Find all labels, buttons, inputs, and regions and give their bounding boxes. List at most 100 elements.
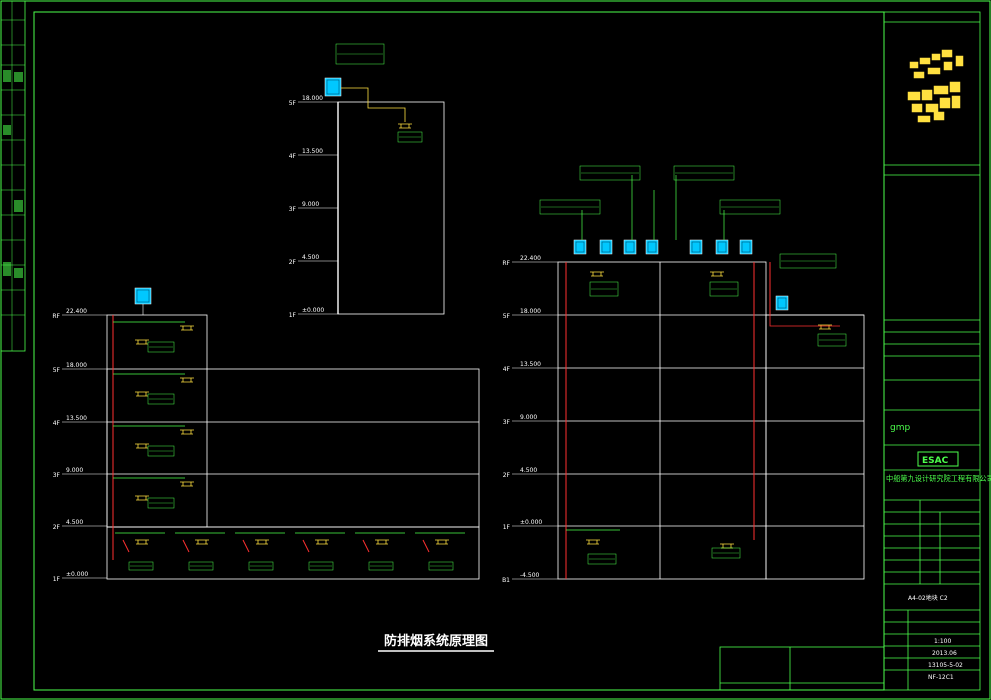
left-floor-elevation: 22.400 [66, 308, 87, 315]
right-annotation [589, 281, 619, 297]
left-ground-annotation [188, 561, 214, 571]
site-plan-sketch [907, 49, 964, 123]
mid-floor-elevation: 18.000 [302, 95, 323, 102]
right-roof-fan-detail [625, 241, 635, 253]
gmp-logo-text: gmp [890, 423, 910, 433]
right-fan-annotation [539, 199, 601, 215]
mid-floor-label: 3F [289, 206, 297, 213]
right-roof-fan-detail [647, 241, 657, 253]
left-exhaust-grille [180, 377, 194, 383]
mid-floor-label: 1F [289, 312, 297, 319]
right-exhaust-grille [710, 271, 724, 277]
left-annotation [147, 497, 175, 509]
right-exhaust-grille [720, 543, 734, 549]
mid-floor-label: 4F [289, 153, 297, 160]
drawing-frame [33, 11, 885, 691]
left-floor-elevation: 18.000 [66, 362, 87, 369]
right-floor-label: 2F [503, 472, 511, 479]
left-wing-outline [106, 368, 480, 528]
mid-exhaust-grille [398, 123, 412, 129]
right-roof-fan [645, 239, 659, 255]
right-roof-fan-detail [717, 241, 727, 253]
left-annotation [147, 393, 175, 405]
left-margin-strip [0, 0, 26, 352]
diagram-title: 防排烟系统原理图 [384, 633, 488, 649]
right-annex-fan-detail [777, 297, 787, 309]
right-roof-fan [599, 239, 613, 255]
left-ground-annotation [428, 561, 454, 571]
drawing-title: A4-02地块 C2 [908, 594, 948, 602]
left-exhaust-grille [135, 443, 149, 449]
left-exhaust-grille [135, 495, 149, 501]
left-exhaust-grille [135, 339, 149, 345]
left-ground-annotation [248, 561, 274, 571]
left-margin-blocks [3, 70, 23, 278]
right-floor-elevation: 18.000 [520, 308, 541, 315]
left-ground-riser [362, 539, 370, 553]
left-ground-riser [182, 539, 190, 553]
right-floor-elevation: 4.500 [520, 467, 537, 474]
left-floor-label: 1F [53, 576, 61, 583]
left-exhaust-grille [180, 429, 194, 435]
mid-floor-elevation: 9.000 [302, 201, 319, 208]
left-ground-grille [135, 539, 149, 545]
left-ground-grille [255, 539, 269, 545]
esac-logo [917, 451, 959, 467]
left-floor-elevation: 13.500 [66, 415, 87, 422]
date-value: 2013.06 [932, 650, 957, 657]
left-ground-riser [242, 539, 250, 553]
sheet-number: NF-12C1 [928, 674, 954, 681]
title-block [883, 11, 981, 691]
right-floor-elevation: 22.400 [520, 255, 541, 262]
left-diagram: RF22.4005F18.0004F13.5003F9.0002F4.5001F… [52, 287, 480, 583]
left-floor-label: 2F [53, 524, 61, 531]
right-roof-fan-detail [601, 241, 611, 253]
right-diagram: RF22.4005F18.0004F13.5003F9.0002F4.5001F… [502, 165, 865, 584]
left-exhaust-grille [180, 481, 194, 487]
mid-fan-annotation [335, 43, 385, 65]
right-building-outline [557, 261, 767, 580]
left-exhaust-grille [135, 391, 149, 397]
left-floor-elevation: 9.000 [66, 467, 83, 474]
right-roof-fan [689, 239, 703, 255]
right-roof-fan-detail [691, 241, 701, 253]
right-floor-label: 3F [503, 419, 511, 426]
left-annotation [147, 445, 175, 457]
right-annotation [709, 281, 739, 297]
right-roof-fan-detail [741, 241, 751, 253]
left-floor-label: RF [52, 313, 60, 320]
mid-roof-fan-detail [326, 79, 340, 95]
left-ground-riser [422, 539, 430, 553]
left-margin-grid [1, 1, 25, 351]
right-floor-elevation: 9.000 [520, 414, 537, 421]
left-floor-label: 3F [53, 472, 61, 479]
right-floor-label: B1 [502, 577, 510, 584]
right-exhaust-grille [590, 271, 604, 277]
right-roof-fan [623, 239, 637, 255]
right-fan-annotation [673, 165, 735, 181]
right-floor-label: 1F [503, 524, 511, 531]
left-ground-outline [106, 526, 480, 580]
mid-annotation [397, 131, 423, 143]
left-ground-annotation [368, 561, 394, 571]
right-roof-fan [715, 239, 729, 255]
right-fan-annotation [719, 199, 781, 215]
left-ground-annotation [128, 561, 154, 571]
left-ground-annotation [308, 561, 334, 571]
right-annotation [817, 333, 847, 347]
mid-roof-fan [324, 77, 342, 97]
right-floor-elevation: 13.500 [520, 361, 541, 368]
right-floor-label: 5F [503, 313, 511, 320]
mid-shaft-outline [337, 101, 445, 315]
mid-floor-elevation: 13.500 [302, 148, 323, 155]
mid-floor-elevation: 4.500 [302, 254, 319, 261]
left-floor-label: 4F [53, 420, 61, 427]
right-floor-label: RF [502, 260, 510, 267]
left-floor-elevation: 4.500 [66, 519, 83, 526]
right-fan-annotation [779, 253, 837, 269]
right-annotation [587, 553, 617, 565]
right-fan-annotation [579, 165, 641, 181]
